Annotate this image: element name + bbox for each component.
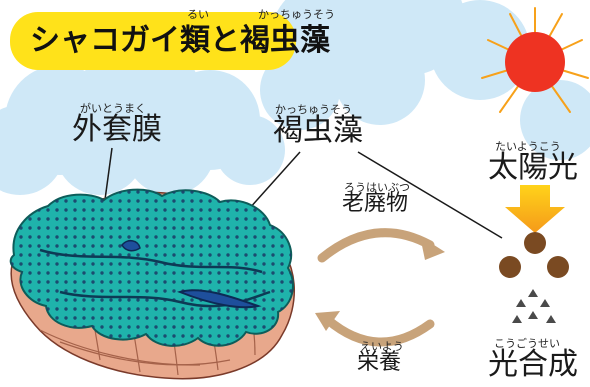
mantle-ruby: がいとうまく [80, 102, 146, 115]
cycle-arrows [317, 228, 435, 347]
waste-ruby: ろうはいぶつ [344, 181, 410, 194]
sunlight-arrow [505, 185, 565, 233]
photosynthesis-label: 光合成 [488, 347, 578, 382]
page-title: シャコガイ類と褐虫藻 [30, 23, 330, 58]
photosynthesis-symbols [499, 232, 569, 323]
nutrient-arrowhead [315, 311, 340, 331]
cloud-background [0, 0, 590, 195]
sunlight-ruby: たいようこう [495, 140, 561, 153]
mantle-label: 外套膜 [72, 112, 162, 147]
waste-arrowhead [420, 236, 445, 260]
zooxanthellae-ruby: かっちゅうそう [275, 103, 352, 116]
zooxanthellae-label: 褐虫藻 [273, 113, 363, 148]
sun-icon [481, 7, 589, 113]
nutrients-ruby: えいよう [360, 340, 404, 353]
giant-clam-illustration [9, 188, 296, 380]
title-ruby-kacchuusou: かっちゅうそう [258, 8, 335, 21]
waste-label: 老廃物 [342, 191, 409, 216]
title-ruby-rui: るい [187, 8, 209, 21]
nutrients-label: 栄養 [357, 350, 402, 375]
photosynthesis-ruby: こうごうせい [494, 337, 560, 350]
title-badge [10, 12, 296, 70]
sunlight-label: 太陽光 [488, 150, 578, 185]
